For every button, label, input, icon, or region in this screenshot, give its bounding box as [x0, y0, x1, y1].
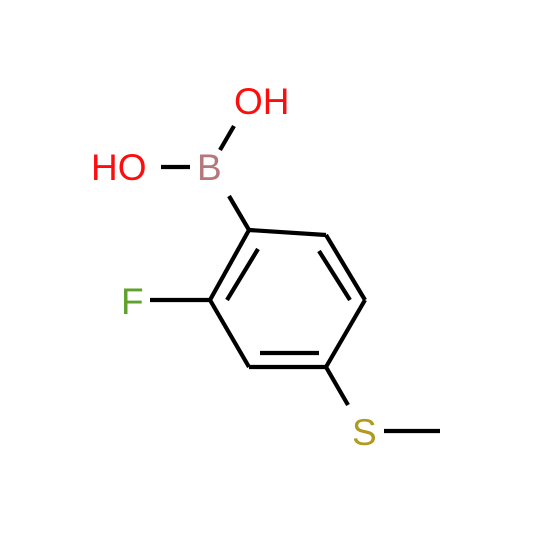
- atom-labels: OH HO B F S: [91, 81, 377, 453]
- sulfur-label: S: [352, 412, 377, 453]
- hydroxyl-left-label: HO: [91, 147, 147, 188]
- boron-label: B: [197, 147, 222, 188]
- ring-bond-c6-c1: [208, 228, 251, 302]
- hydroxyl-top-label: OH: [234, 81, 290, 122]
- bond-ring-s: [324, 365, 350, 407]
- bond-b-oh-top: [218, 124, 236, 152]
- ring-inner-bond-c2-c3: [317, 249, 352, 302]
- ring-bond-c3-c4: [324, 298, 367, 369]
- ring-bond-c5-c6: [208, 298, 251, 369]
- ring-bond-c1-c2: [248, 227, 327, 238]
- fluorine-label: F: [121, 281, 144, 322]
- bonds: [150, 124, 440, 434]
- ring-inner-bond-c6-c1: [225, 247, 260, 302]
- bond-b-ring: [227, 194, 251, 232]
- ring-bond-c2-c3: [324, 233, 367, 302]
